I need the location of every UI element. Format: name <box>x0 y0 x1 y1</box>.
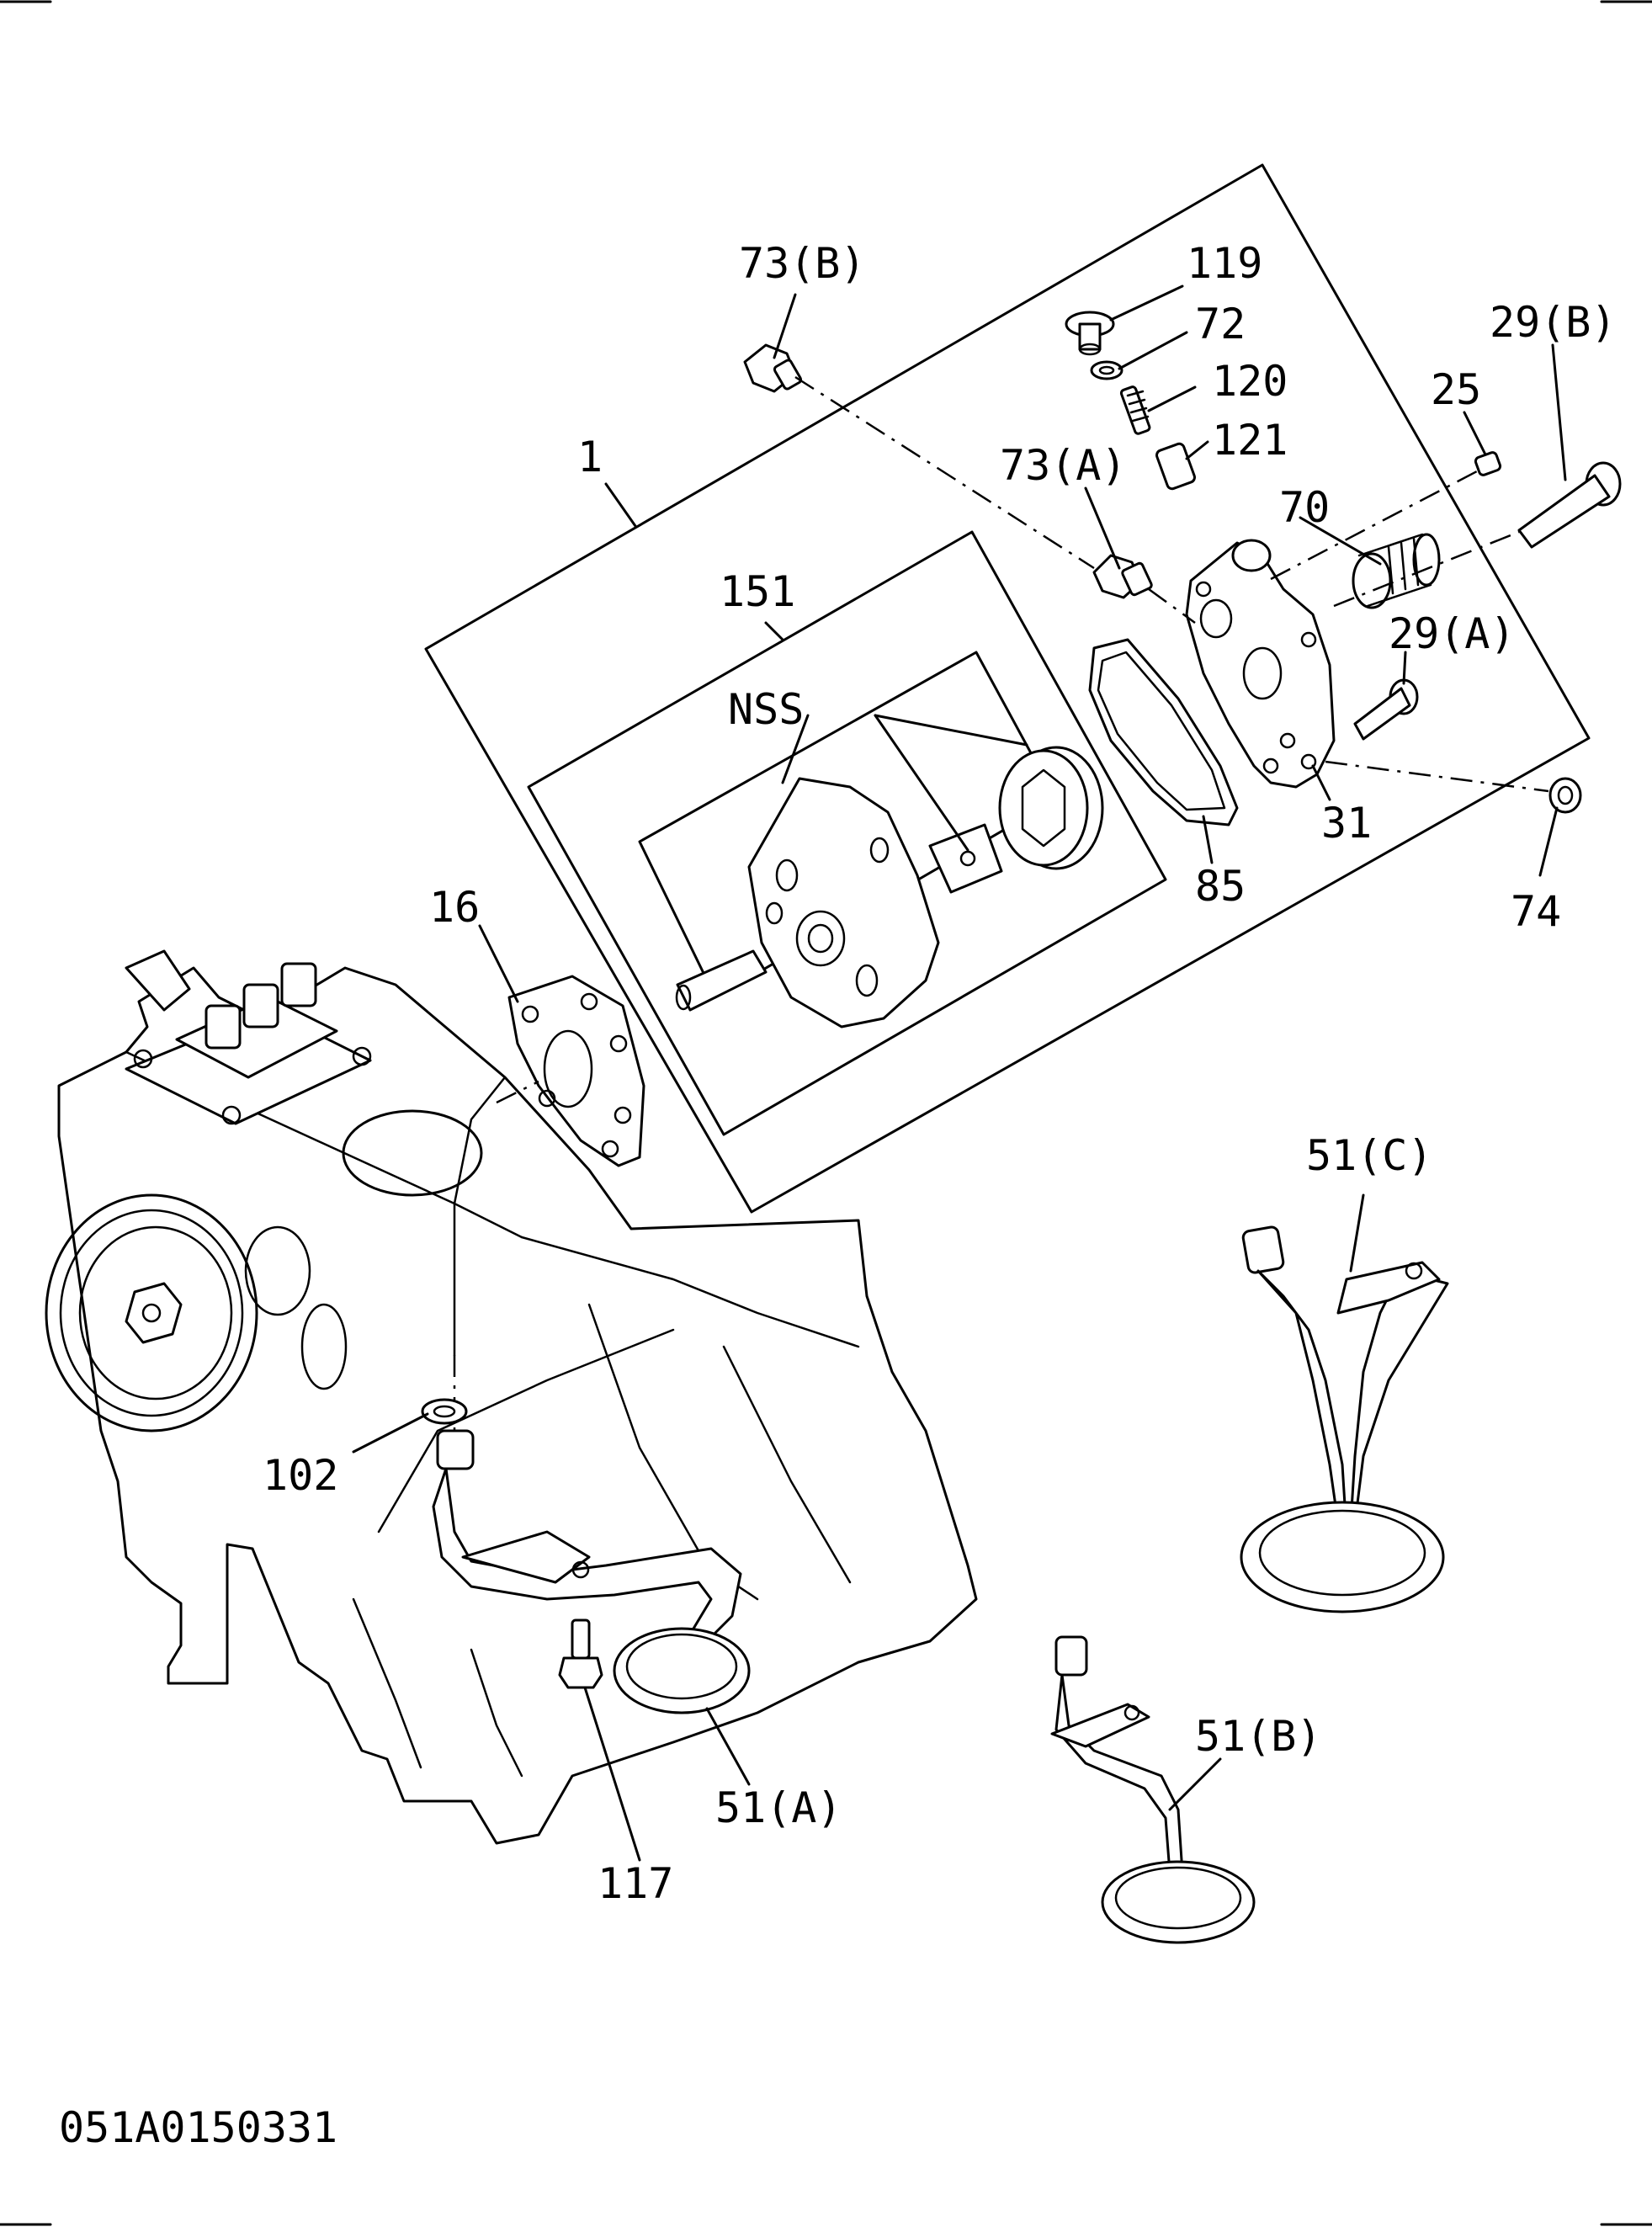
callout-117: 117 <box>598 1859 673 1908</box>
callout-121: 121 <box>1212 416 1288 465</box>
callout-29b: 29(B) <box>1490 298 1617 347</box>
plug-73a <box>1092 554 1153 599</box>
plug-74 <box>1548 777 1582 814</box>
callout-119: 119 <box>1187 239 1262 288</box>
strainer-51b <box>1050 1635 1256 1944</box>
valve-121 <box>1155 442 1196 491</box>
callout-31: 31 <box>1321 799 1372 848</box>
callout-85: 85 <box>1195 862 1246 911</box>
callout-25: 25 <box>1431 365 1481 414</box>
callout-nss: NSS <box>728 685 804 734</box>
kit-box-151 <box>527 530 1167 1136</box>
callout-102: 102 <box>263 1451 338 1500</box>
callout-73a: 73(A) <box>1000 441 1127 490</box>
injection-pump <box>125 949 372 1125</box>
alignment-lines <box>496 375 1549 1104</box>
callout-51c: 51(C) <box>1306 1131 1433 1180</box>
gear-pulley <box>45 1193 258 1432</box>
pin-25 <box>1474 451 1502 476</box>
nss-rotor <box>998 746 1104 870</box>
bolt-29a <box>1353 678 1419 741</box>
strainer-51c <box>1240 1225 1449 1613</box>
nss-spacer <box>928 823 1003 894</box>
callout-1: 1 <box>577 433 603 481</box>
plug-73b <box>743 343 803 393</box>
nss-pump-body <box>747 777 940 1028</box>
callout-120: 120 <box>1212 357 1288 406</box>
oil-pump-housing <box>1185 539 1336 789</box>
callout-29a: 29(A) <box>1389 609 1516 658</box>
nss-shaft <box>675 949 768 1012</box>
strainer-51a <box>432 1429 751 1714</box>
callout-151: 151 <box>720 567 795 616</box>
callout-16: 16 <box>429 883 480 932</box>
callout-70: 70 <box>1279 483 1330 532</box>
gasket-85 <box>1088 638 1239 826</box>
callout-72: 72 <box>1195 300 1246 348</box>
leader-lines <box>352 284 1567 1862</box>
o-ring-102 <box>421 1398 468 1425</box>
gasket-16 <box>507 975 645 1167</box>
assembly-box-1 <box>424 163 1591 1214</box>
spring-70 <box>1352 533 1441 609</box>
bolt-119 <box>1065 311 1115 356</box>
bolt-117 <box>558 1618 603 1689</box>
callout-51b: 51(B) <box>1195 1712 1322 1761</box>
callout-labels: 73(B) 119 72 120 121 29(B) 25 1 73(A) 70… <box>59 239 1617 2152</box>
callout-73b: 73(B) <box>739 239 866 288</box>
bolt-29b <box>1517 461 1622 549</box>
spring-120 <box>1119 385 1151 435</box>
callout-51a: 51(A) <box>715 1783 842 1832</box>
drawing-number: 051A0150331 <box>59 2103 337 2152</box>
washer-72 <box>1090 360 1123 380</box>
callout-74: 74 <box>1511 887 1561 936</box>
